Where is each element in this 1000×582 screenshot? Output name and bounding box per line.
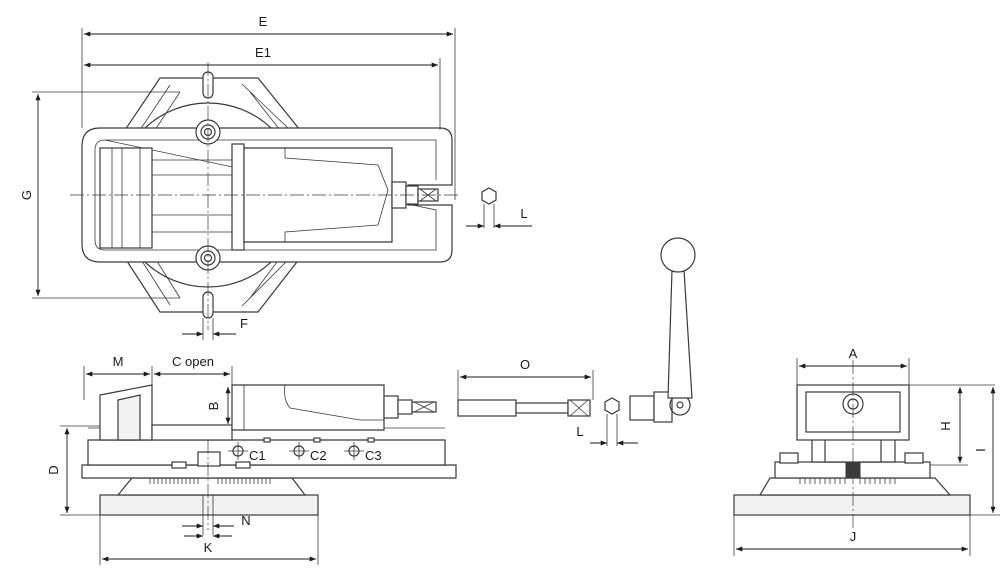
flange-ribs [139,83,291,307]
front-dimensions: M C open B D N K [46,354,319,565]
handle-knob [660,237,696,273]
dim-label-E: E [259,14,268,29]
dim-label-L-top: L [520,206,527,221]
dim-label-A: A [849,346,858,361]
dim-label-H: H [938,421,953,430]
side-scale-ticks [799,478,896,484]
front-bed [151,424,233,441]
dim-label-F: F [240,316,248,331]
extension-and-handle: O L [457,237,696,446]
vise-base [81,464,457,479]
turntable [116,477,307,496]
front-screw-end [383,395,399,419]
c2-marker: C2 [289,442,327,463]
front-fixed-jaw-face [117,394,141,441]
side-bolt-right [904,452,924,464]
front-view: C1 C2 C3 [81,384,457,535]
dim-label-E1: E1 [255,45,271,60]
movable-jaw [231,143,245,251]
dim-label-B: B [206,402,221,411]
extension-bar-rod [515,402,569,414]
handle-socket-inner [653,391,673,423]
side-turntable [758,477,952,496]
movable-jaw-shape [284,148,389,242]
side-dimensions: A H I J [733,346,1000,556]
fixed-jaw-lines [111,148,141,248]
guide-rails [152,159,232,233]
label-C1: C1 [249,448,266,463]
base-plate [99,494,319,516]
c1-marker: C1 [228,442,266,463]
hex-symbol-mid [604,397,620,415]
swivel-bolt [197,451,221,467]
side-base-plate [733,494,971,516]
front-movable-jaw [231,384,385,431]
dim-label-D: D [46,465,61,474]
dim-label-K: K [204,540,213,555]
dim-label-J: J [850,529,857,544]
handle-lever [667,269,693,399]
fixed-jaw [99,147,153,249]
hex-symbol-top [481,187,497,205]
clamp-right [235,461,251,469]
dim-label-G: G [19,190,34,200]
front-screw-nut [397,399,413,415]
side-view [733,360,971,530]
front-movable-jaw-contour [284,384,384,421]
dim-label-M: M [113,354,124,369]
dim-label-L-mid: L [576,424,583,439]
dim-label-I: I [973,448,988,452]
side-bolt-left [779,452,799,464]
scale-ticks [149,478,271,484]
top-view [70,62,497,330]
clamp-left [171,461,187,469]
handle-socket [629,395,655,421]
top-dimensions: E E1 G L F [19,14,532,340]
label-C3: C3 [365,448,382,463]
extension-bar-sleeve [457,399,517,417]
label-C2: C2 [310,448,327,463]
vise-body [87,439,446,466]
c3-marker: C3 [344,442,382,463]
dim-label-O: O [520,357,530,372]
dim-label-N: N [241,513,250,528]
dim-label-C-open: C open [172,354,214,369]
